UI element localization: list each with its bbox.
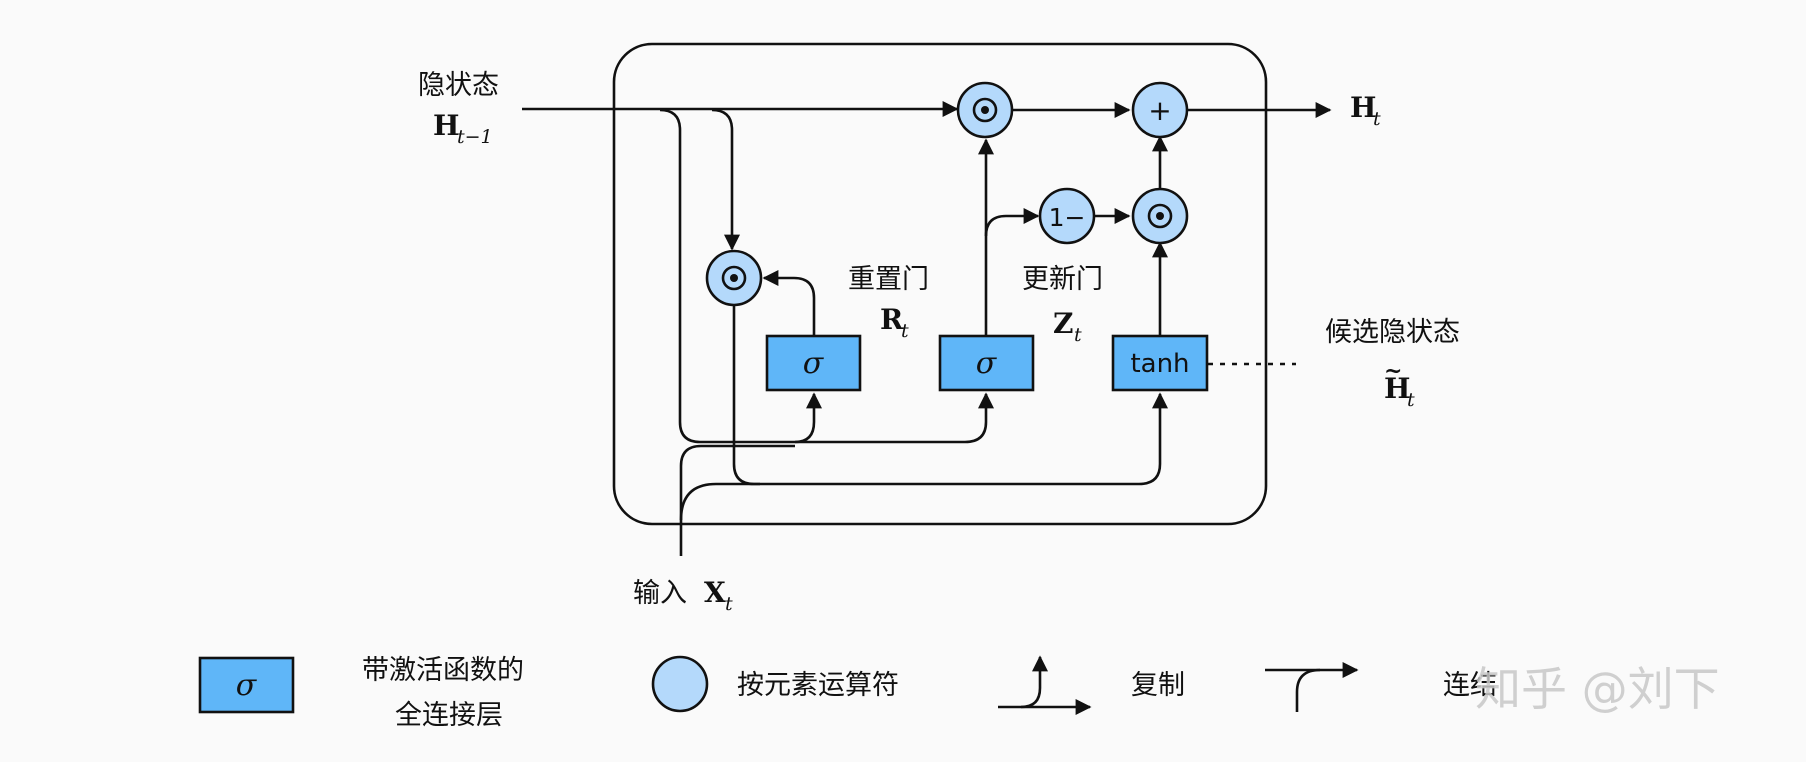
hidden-state-symbol: H: [433, 109, 459, 142]
legend-concat-label: 连结: [1443, 670, 1497, 701]
legend-concat-line: [1295, 668, 1321, 712]
legend-fc-layer-sigma: σ: [236, 668, 258, 703]
output-subscript: t: [1373, 108, 1381, 130]
candidate-tanh: tanh: [1130, 349, 1189, 379]
legend-copy-arrow-up: [1020, 655, 1048, 709]
reset-state-to-tanh-line: [732, 304, 1168, 486]
candidate-label: 候选隐状态: [1325, 317, 1460, 348]
legend-copy-label: 复制: [1131, 670, 1185, 701]
reset-gate-label: 重置门: [848, 264, 929, 295]
update-to-oneminus-line: [984, 208, 1040, 237]
output-symbol: H: [1350, 91, 1376, 124]
input-to-tanh-line: [679, 482, 760, 521]
hidden-concat-update-line: [795, 392, 994, 444]
candidate-layer: tanh: [1111, 334, 1209, 392]
legend-copy: 复制: [998, 655, 1185, 715]
add-op: +: [1131, 81, 1189, 139]
update-gate-symbol: Z: [1053, 307, 1073, 340]
update-gate-sigma: σ: [976, 346, 998, 381]
reset-gate-symbol: R: [880, 303, 904, 336]
input-line: [679, 444, 795, 556]
candidate-symbol: H: [1384, 372, 1410, 405]
legend: σ 带激活函数的 全连接层 按元素运算符 复制 连结: [198, 655, 1497, 731]
legend-fc-layer-line1: 带激活函数的: [362, 655, 524, 686]
gru-cell-frame: [612, 42, 1268, 526]
hidden-state-label: 隐状态: [418, 70, 499, 101]
reset-gate-to-mul-line: [762, 270, 816, 335]
candidate-tilde: ~: [1384, 358, 1402, 384]
update-gate-label: 更新门: [1022, 264, 1103, 295]
update-gate-subscript: t: [1074, 324, 1082, 346]
reset-gate-layer: σ: [765, 334, 862, 392]
input-label: 输入: [633, 578, 687, 609]
legend-elementwise-circle: [651, 655, 709, 713]
legend-fc-layer: σ 带激活函数的 全连接层: [198, 655, 524, 731]
hidden-to-reset-mul-line: [711, 108, 740, 251]
hidden-state-subscript: t−1: [457, 126, 493, 148]
one-minus-symbol: 1−: [1049, 203, 1086, 232]
reset-gate-sigma: σ: [803, 346, 825, 381]
input-symbol: X: [704, 576, 726, 609]
legend-elementwise-label: 按元素运算符: [737, 670, 899, 701]
reset-gate-subscript: t: [901, 320, 909, 342]
one-minus-op: 1−: [1038, 187, 1096, 245]
add-op-symbol: +: [1148, 94, 1171, 127]
hidden-multiply-op: [956, 81, 1014, 139]
watermark: 知乎 @刘下: [1475, 662, 1720, 716]
legend-fc-layer-box: [198, 656, 295, 714]
reset-multiply-op: [705, 249, 763, 307]
legend-concat: 连结: [1265, 662, 1497, 712]
input-subscript: t: [725, 593, 733, 615]
candidate-subscript: t: [1407, 389, 1415, 411]
legend-elementwise: 按元素运算符: [651, 655, 899, 713]
hidden-concat-reset-line: [659, 108, 822, 444]
legend-fc-layer-line2: 全连接层: [395, 700, 503, 731]
update-gate-layer: σ: [938, 334, 1035, 392]
candidate-multiply-op: [1131, 187, 1189, 245]
